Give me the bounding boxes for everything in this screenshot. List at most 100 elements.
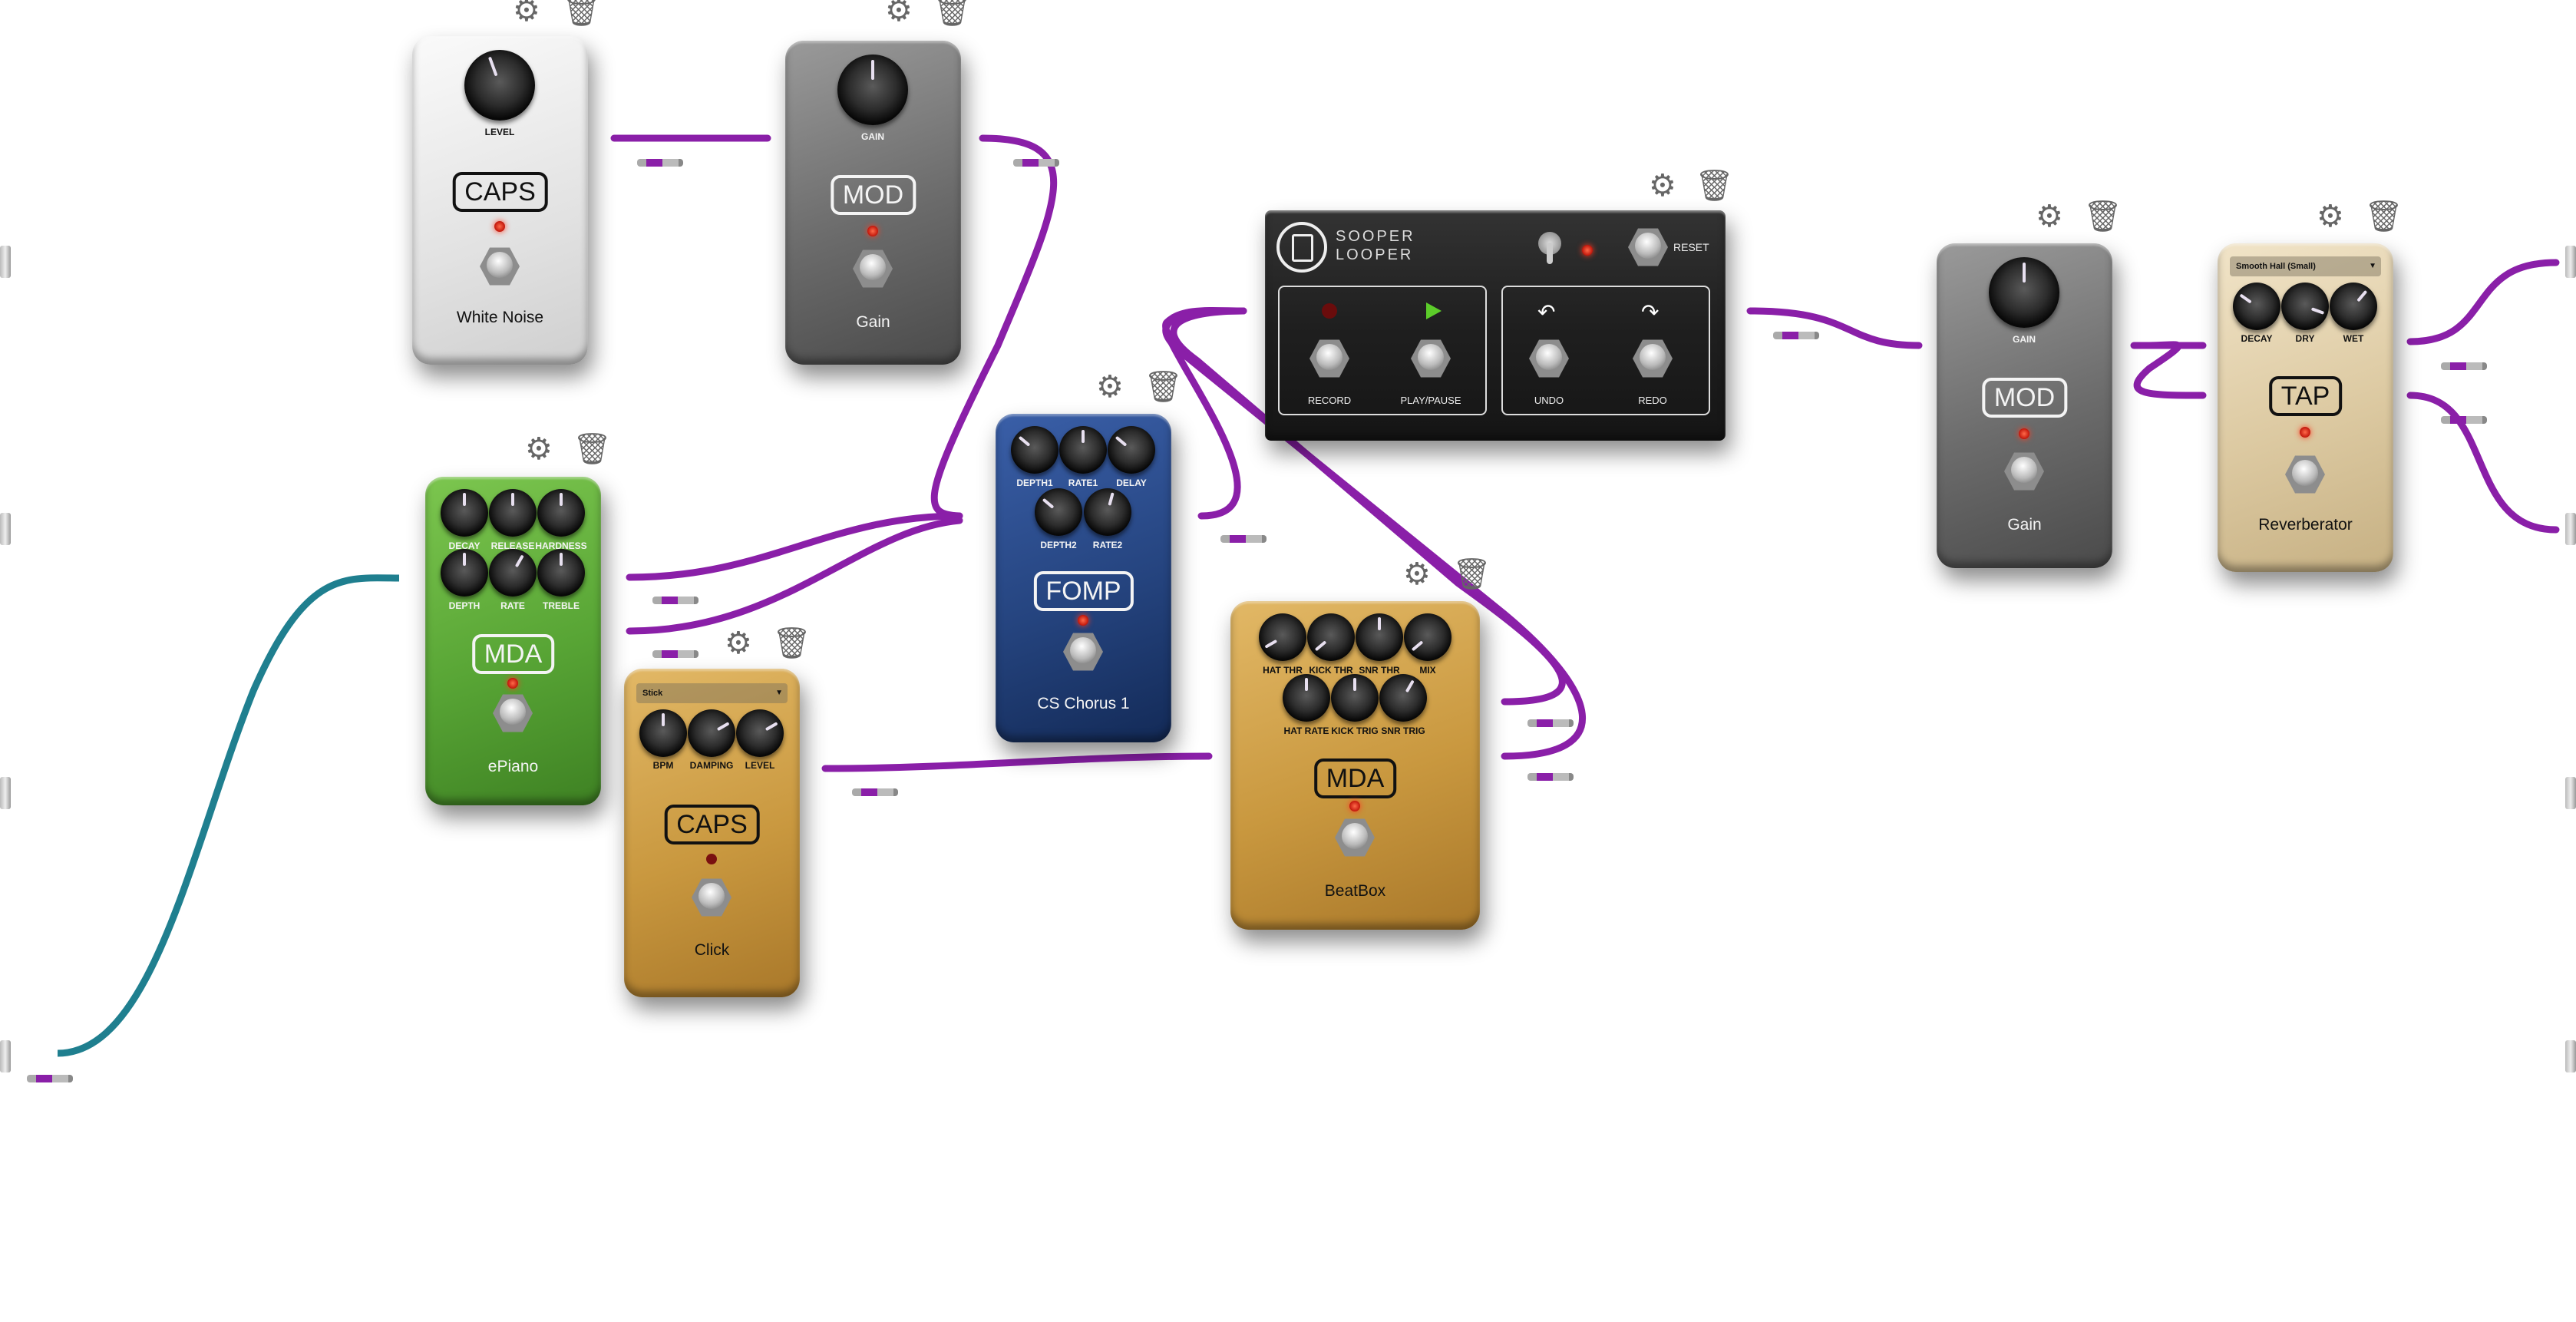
- knob-release[interactable]: [489, 489, 537, 537]
- system-output-jack-3[interactable]: [2565, 777, 2576, 809]
- trash-icon[interactable]: 🗑: [2364, 200, 2403, 233]
- knob-depth1[interactable]: [1011, 426, 1058, 474]
- bypass-footswitch[interactable]: [692, 878, 732, 917]
- bypass-footswitch[interactable]: [853, 250, 893, 288]
- trash-icon[interactable]: 🗑: [933, 0, 972, 28]
- status-led: [706, 854, 717, 864]
- system-input-jack-1[interactable]: [0, 246, 11, 278]
- loose-plug[interactable]: [1013, 159, 1059, 167]
- knob-kick-thr[interactable]: [1307, 613, 1355, 661]
- knob-rate2[interactable]: [1084, 488, 1131, 536]
- redo-footswitch[interactable]: [1633, 339, 1673, 378]
- pedal-sooper-looper[interactable]: SOOPER LOOPER RESET ↶ ↷ RECORD PLAY/PAUS…: [1265, 210, 1726, 441]
- trash-icon[interactable]: 🗑: [1695, 169, 1734, 203]
- knob-treble[interactable]: [537, 549, 585, 597]
- pedal-gain[interactable]: GAIN MOD Gain: [785, 41, 961, 365]
- play-icon: [1426, 302, 1442, 319]
- gear-icon[interactable]: ⚙: [525, 432, 553, 466]
- loose-plug[interactable]: [2441, 416, 2487, 424]
- bypass-footswitch[interactable]: [1335, 818, 1375, 857]
- loose-plug[interactable]: [1527, 773, 1574, 781]
- knob-level[interactable]: [736, 709, 784, 757]
- knob-snr-trig[interactable]: [1379, 674, 1427, 722]
- gear-icon[interactable]: ⚙: [2317, 200, 2344, 233]
- gear-icon[interactable]: ⚙: [725, 626, 752, 660]
- loose-plug[interactable]: [652, 597, 698, 604]
- knob-hat-rate[interactable]: [1283, 674, 1330, 722]
- knob-label: RATE1: [1068, 478, 1098, 488]
- knob-decay[interactable]: [441, 489, 488, 537]
- undo-redo-group: [1501, 286, 1710, 415]
- trash-icon[interactable]: 🗑: [1144, 370, 1183, 404]
- knob-label: RATE: [500, 600, 525, 611]
- knob-rate[interactable]: [489, 549, 537, 597]
- knob-hardness[interactable]: [537, 489, 585, 537]
- system-output-jack-2[interactable]: [2565, 513, 2576, 545]
- knob-snr-thr[interactable]: [1356, 613, 1403, 661]
- knob-decay[interactable]: [2233, 283, 2280, 330]
- cable-reverb-to-out-1: [2406, 259, 2560, 345]
- pedal-cs-chorus[interactable]: DEPTH1 RATE1 DELAY DEPTH2 RATE2 FOMP CS …: [996, 414, 1171, 742]
- trash-icon[interactable]: 🗑: [1452, 557, 1491, 591]
- status-led: [494, 221, 505, 232]
- pedal-epiano[interactable]: DECAY RELEASE HARDNESS DEPTH RATE TREBLE…: [425, 477, 601, 805]
- pedal-reverberator[interactable]: Smooth Hall (Small)▼ DECAY DRY WET TAP R…: [2218, 243, 2393, 572]
- pedal-click[interactable]: Stick▼ BPM DAMPING LEVEL CAPS Click: [624, 669, 800, 997]
- preset-select[interactable]: Stick▼: [636, 683, 788, 703]
- trash-icon[interactable]: 🗑: [772, 626, 811, 660]
- knob-label: HAT RATE: [1283, 725, 1329, 736]
- trash-icon[interactable]: 🗑: [573, 432, 612, 466]
- loose-plug[interactable]: [2441, 362, 2487, 370]
- bypass-footswitch[interactable]: [480, 247, 520, 286]
- knob-dry[interactable]: [2281, 283, 2329, 330]
- loose-plug[interactable]: [652, 650, 698, 658]
- knob-damping[interactable]: [688, 709, 735, 757]
- loose-plug[interactable]: [637, 159, 683, 167]
- preset-select[interactable]: Smooth Hall (Small)▼: [2230, 256, 2381, 276]
- looper-title: SOOPER LOOPER: [1336, 227, 1415, 264]
- gear-icon[interactable]: ⚙: [1403, 557, 1431, 591]
- bypass-footswitch[interactable]: [2285, 455, 2325, 494]
- toggle-switch[interactable]: [1538, 232, 1561, 264]
- loose-plug[interactable]: [1527, 719, 1574, 727]
- loose-plug[interactable]: [1773, 332, 1819, 339]
- knob-hat-thr[interactable]: [1259, 613, 1306, 661]
- knob-mix[interactable]: [1404, 613, 1451, 661]
- trash-icon[interactable]: 🗑: [2083, 200, 2122, 233]
- knob-wet[interactable]: [2330, 283, 2377, 330]
- loose-plug[interactable]: [1220, 535, 1267, 543]
- knob-depth[interactable]: [441, 549, 488, 597]
- loose-plug[interactable]: [27, 1075, 73, 1082]
- knob-bpm[interactable]: [639, 709, 687, 757]
- gear-icon[interactable]: ⚙: [513, 0, 540, 28]
- knob-label: LEVEL: [745, 760, 775, 771]
- reset-footswitch[interactable]: [1628, 228, 1668, 266]
- knob-kick-trig[interactable]: [1331, 674, 1379, 722]
- midi-input-jack-2[interactable]: [0, 1040, 11, 1072]
- pedal-gain-2[interactable]: GAIN MOD Gain: [1937, 243, 2112, 568]
- midi-input-jack[interactable]: [0, 777, 11, 809]
- knob-label: SNR TRIG: [1381, 725, 1425, 736]
- gear-icon[interactable]: ⚙: [1096, 370, 1124, 404]
- knob-level[interactable]: [464, 50, 535, 121]
- bypass-footswitch[interactable]: [493, 694, 533, 732]
- knob-depth2[interactable]: [1035, 488, 1082, 536]
- play-pause-label: PLAY/PAUSE: [1400, 395, 1461, 406]
- bypass-footswitch[interactable]: [2004, 452, 2044, 491]
- knob-rate1[interactable]: [1059, 426, 1107, 474]
- knob-delay[interactable]: [1108, 426, 1155, 474]
- gear-icon[interactable]: ⚙: [1649, 169, 1676, 203]
- knob-gain[interactable]: [1989, 257, 2059, 328]
- trash-icon[interactable]: 🗑: [562, 0, 601, 28]
- status-led: [867, 226, 878, 236]
- knob-gain[interactable]: [837, 55, 908, 125]
- gear-icon[interactable]: ⚙: [885, 0, 913, 28]
- system-output-jack-4[interactable]: [2565, 1040, 2576, 1072]
- system-output-jack-1[interactable]: [2565, 246, 2576, 278]
- bypass-footswitch[interactable]: [1063, 633, 1103, 671]
- system-input-jack-2[interactable]: [0, 513, 11, 545]
- gear-icon[interactable]: ⚙: [2036, 200, 2063, 233]
- pedal-white-noise[interactable]: LEVEL CAPS White Noise: [412, 36, 588, 365]
- pedal-beatbox[interactable]: HAT THR KICK THR SNR THR MIX HAT RATE KI…: [1230, 601, 1480, 930]
- loose-plug[interactable]: [852, 788, 898, 796]
